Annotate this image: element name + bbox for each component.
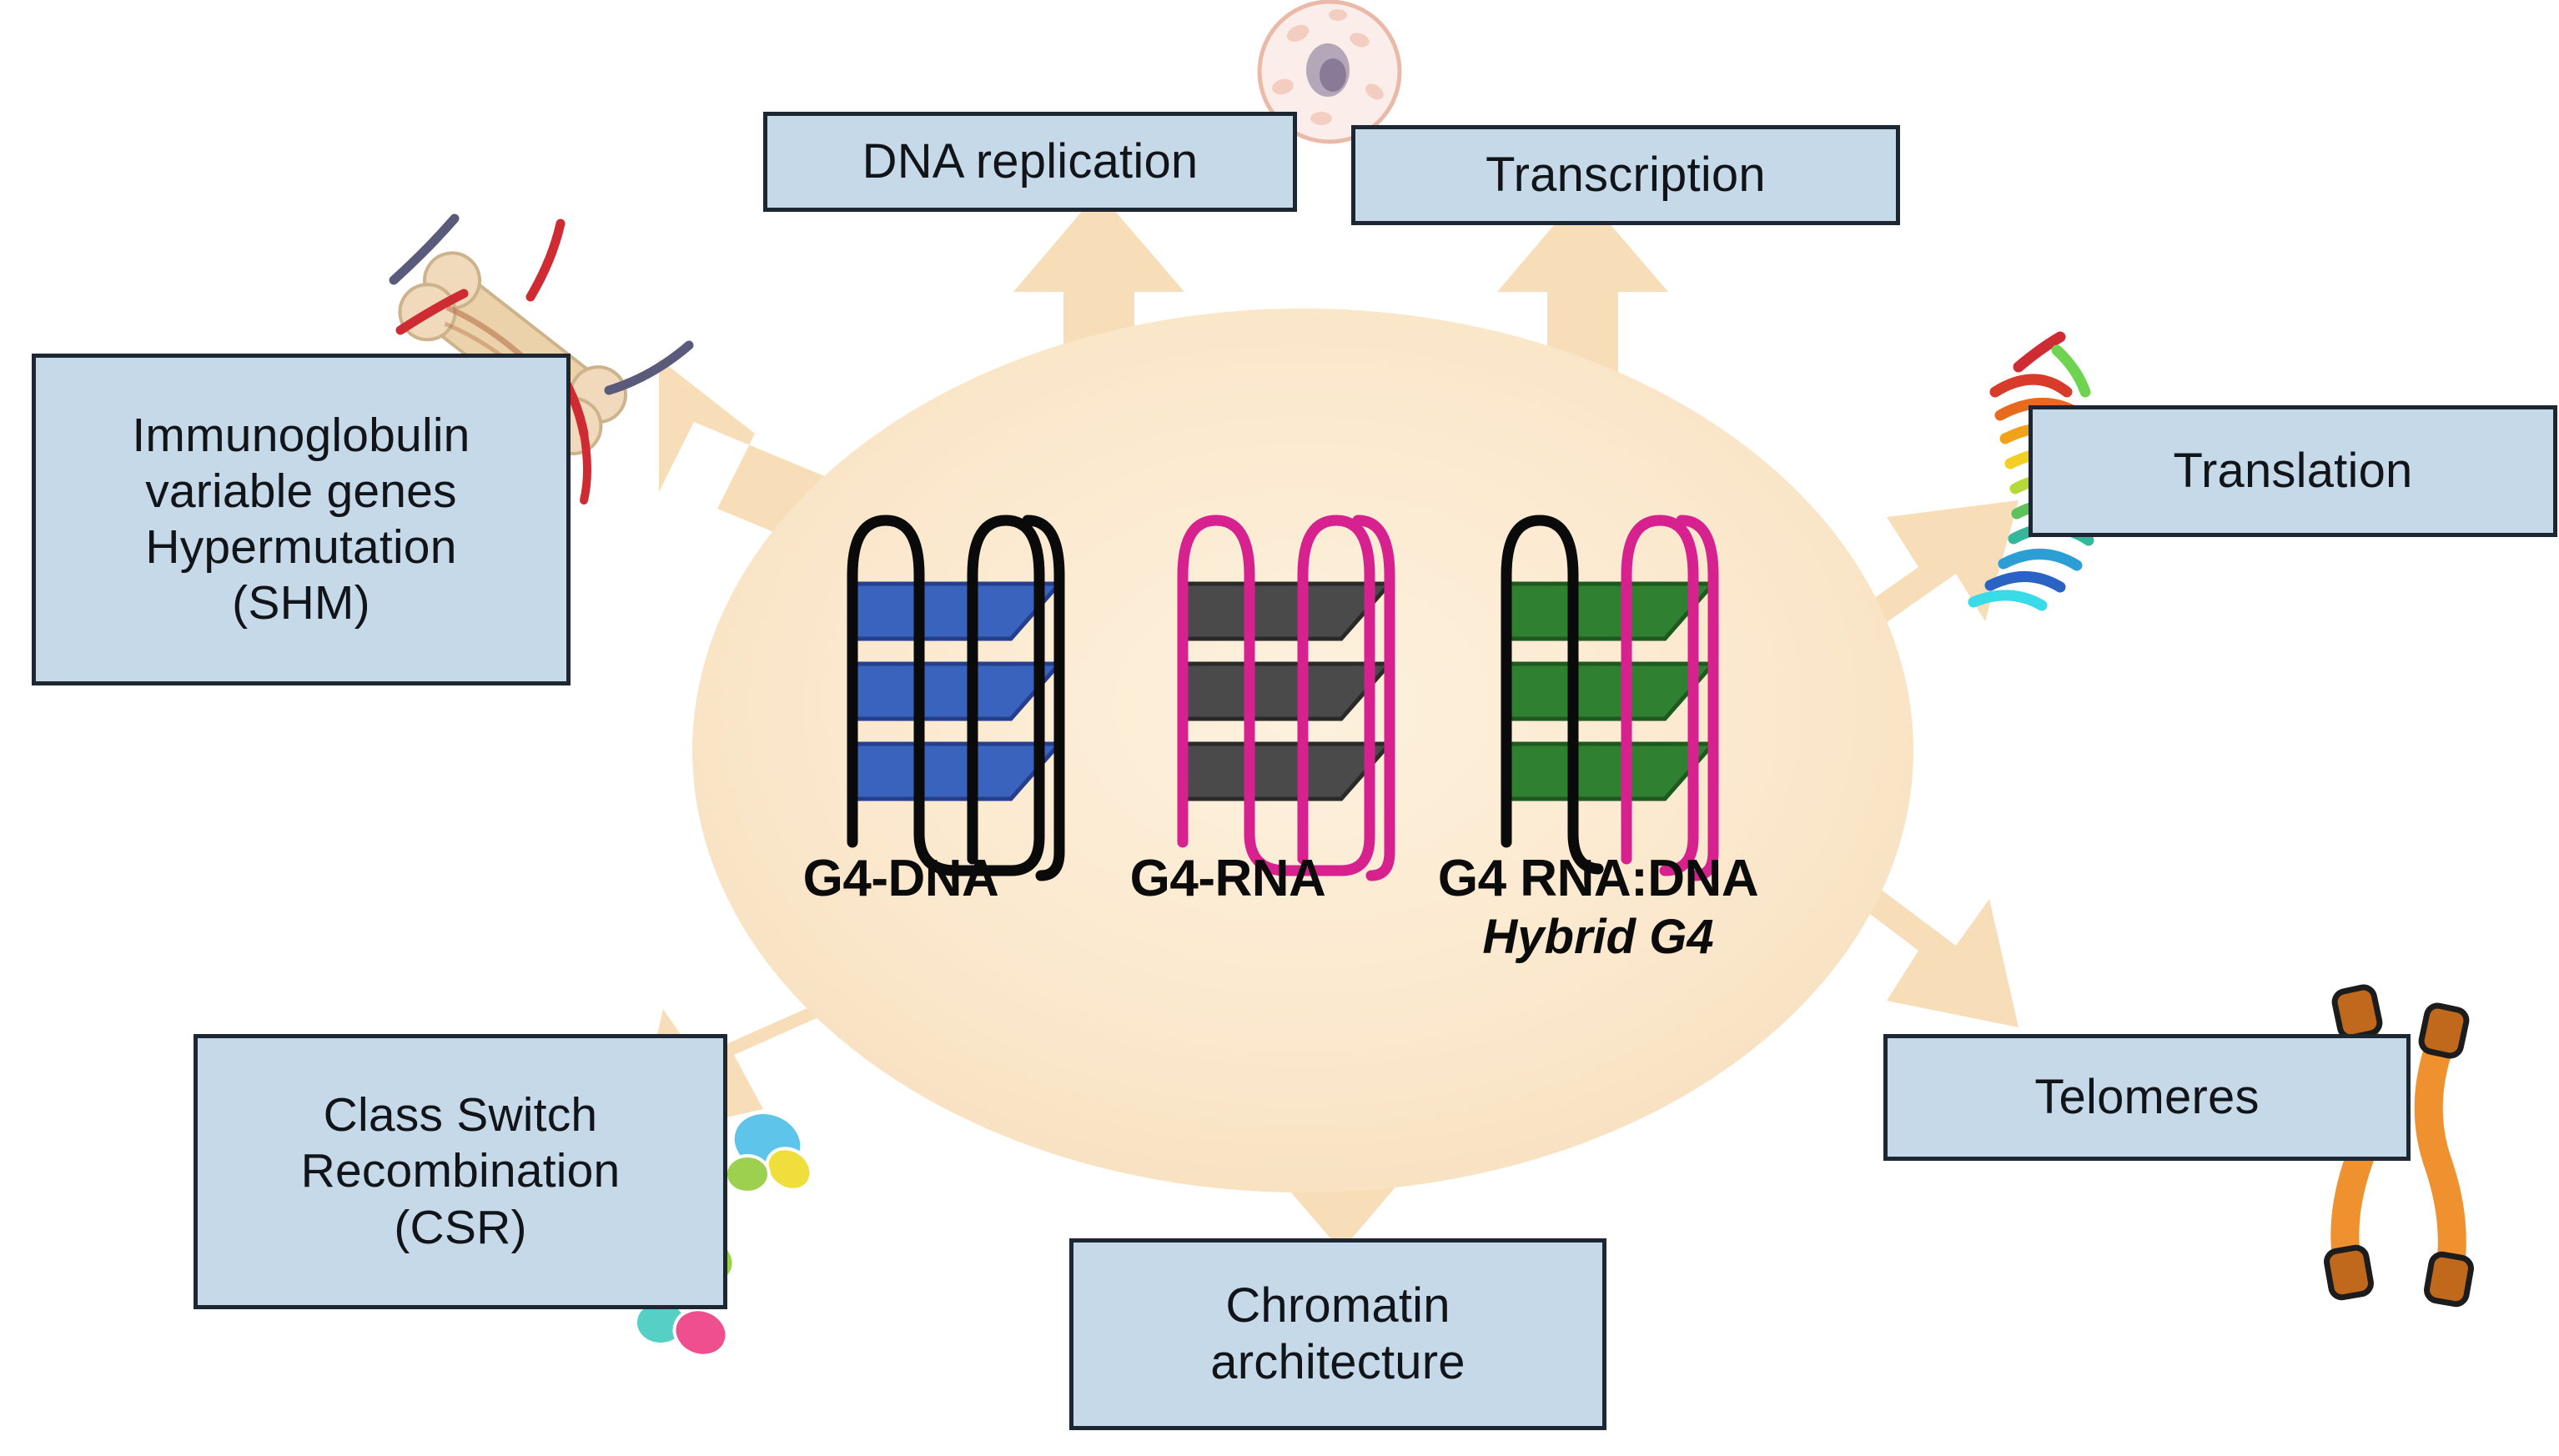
box-shm[interactable]: Immunoglobulin variable genes Hypermutat… (32, 354, 571, 685)
csr-line-1: Class Switch (323, 1088, 598, 1142)
box-chromatin-architecture[interactable]: Chromatin architecture (1069, 1238, 1606, 1430)
g4-hybrid-sublabel: Hybrid G4 (1482, 910, 1714, 964)
shm-line-4: (SHM) (232, 576, 370, 630)
box-telomeres-label: Telomeres (2034, 1069, 2260, 1124)
g4-hybrid-label: G4 RNA:DNA (1437, 850, 1759, 907)
g4-rna-label: G4-RNA (1129, 850, 1326, 907)
arrow-up-center-right (1497, 192, 1668, 500)
box-translation[interactable]: Translation (2029, 405, 2557, 537)
shm-line-3: Hypermutation (145, 520, 457, 574)
box-shm-label: Immunoglobulin variable genes Hypermutat… (120, 408, 481, 632)
chromatin-line-1: Chromatin (1225, 1278, 1450, 1333)
g4-rna-structure (1177, 515, 1395, 881)
cell-illustration (1257, 0, 1402, 144)
box-transcription[interactable]: Transcription (1351, 125, 1900, 225)
box-chromatin-label: Chromatin architecture (1199, 1278, 1476, 1392)
g4-hybrid-structure (1501, 515, 1719, 881)
box-dna-replication[interactable]: DNA replication (763, 112, 1297, 212)
box-csr[interactable]: Class Switch Recombination (CSR) (194, 1034, 727, 1309)
g4-dna-label: G4-DNA (802, 850, 999, 907)
shm-line-1: Immunoglobulin (132, 408, 470, 462)
box-translation-label: Translation (2173, 443, 2413, 498)
csr-line-2: Recombination (300, 1144, 621, 1198)
box-transcription-label: Transcription (1486, 147, 1766, 202)
g4-dna-structure (847, 515, 1065, 881)
shm-line-2: variable genes (145, 464, 457, 518)
chromatin-line-2: architecture (1210, 1335, 1466, 1389)
box-dna-replication-label: DNA replication (862, 133, 1199, 188)
box-csr-label: Class Switch Recombination (CSR) (289, 1087, 632, 1256)
csr-line-3: (CSR) (394, 1200, 527, 1254)
box-telomeres[interactable]: Telomeres (1883, 1034, 2411, 1161)
